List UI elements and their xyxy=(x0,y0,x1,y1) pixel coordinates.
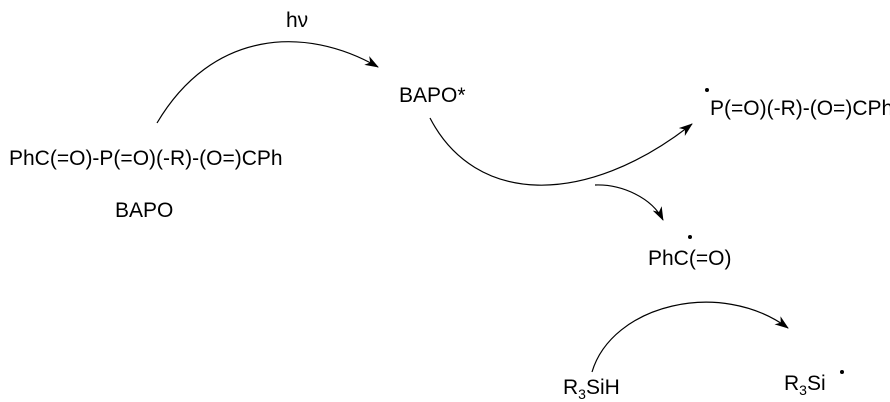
excited-state-label: BAPO* xyxy=(399,84,466,107)
silyl-prefix: R xyxy=(784,372,800,395)
silyl-subscript: 3 xyxy=(799,382,807,398)
silane-formula: R3SiH xyxy=(563,376,620,402)
reactant-formula: PhC(=O)-P(=O)(-R)-(O=)CPh xyxy=(9,147,283,170)
photoexcitation-arrow xyxy=(156,41,379,124)
cleavage-arrow-phosphinoyl xyxy=(429,117,693,186)
hydrogen-abstraction-arrow xyxy=(591,301,789,373)
silyl-suffix: Si xyxy=(806,372,826,395)
benzoyl-radical-dot xyxy=(688,235,692,239)
phosphinoyl-radical-dot xyxy=(705,88,709,92)
benzoyl-radical-formula: PhC(=O) xyxy=(648,247,732,270)
silane-subscript: 3 xyxy=(578,386,586,402)
cleavage-arrow-benzoyl xyxy=(594,184,664,221)
silyl-radical-dot xyxy=(840,370,844,374)
reactant-name: BAPO xyxy=(115,199,174,222)
phosphinoyl-radical-formula: P(=O)(-R)-(O=)CPh xyxy=(710,97,890,120)
silane-suffix: SiH xyxy=(585,376,620,399)
silane-prefix: R xyxy=(563,376,579,399)
photon-label: hν xyxy=(286,9,309,32)
silyl-radical-formula: R3Si xyxy=(784,372,826,398)
